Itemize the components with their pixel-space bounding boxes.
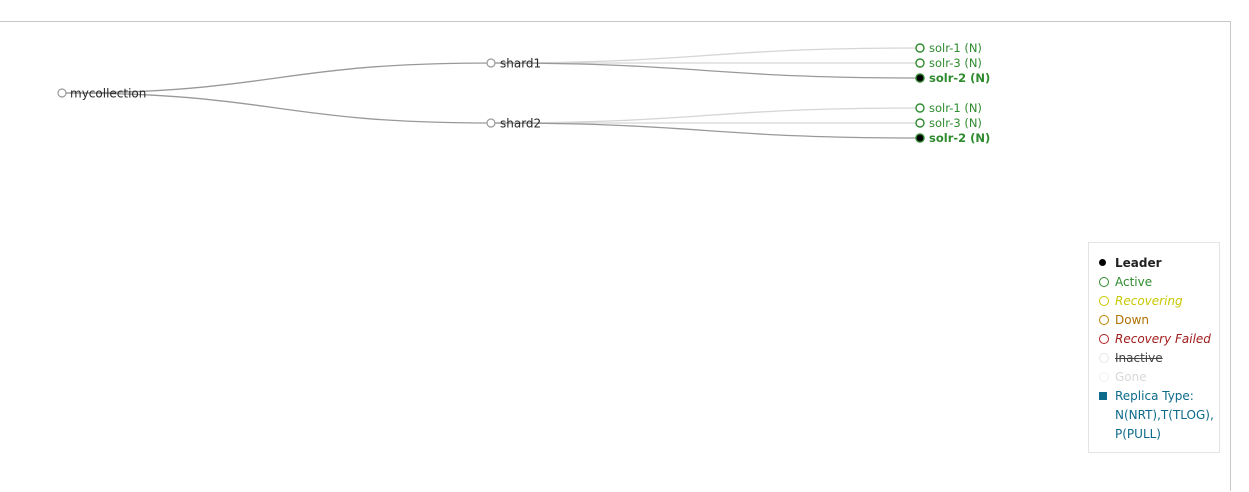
- legend-item-inactive: Inactive: [1099, 348, 1219, 367]
- replica-node[interactable]: [915, 103, 925, 113]
- collection-label[interactable]: mycollection: [70, 87, 146, 101]
- replica-label[interactable]: solr-3 (N): [929, 56, 982, 70]
- legend-item-replica-type: Replica Type: N(NRT),T(TLOG), P(PULL): [1099, 387, 1219, 444]
- collection-node[interactable]: [57, 88, 67, 98]
- replica-label[interactable]: solr-2 (N): [929, 131, 990, 145]
- replica-label[interactable]: solr-1 (N): [929, 101, 982, 115]
- legend-label-inactive: Inactive: [1115, 350, 1163, 365]
- replica-node[interactable]: [915, 58, 925, 68]
- legend-item-down: Down: [1099, 310, 1219, 329]
- legend-item-active: Active: [1099, 272, 1219, 291]
- legend-label-leader: Leader: [1115, 255, 1162, 270]
- tree-link: [61, 62, 492, 94]
- replica-node[interactable]: [915, 118, 925, 128]
- replica-label[interactable]: solr-2 (N): [929, 71, 990, 85]
- replica-leader-node[interactable]: [915, 73, 925, 83]
- tree-link: [490, 122, 921, 139]
- replica-label[interactable]: solr-3 (N): [929, 116, 982, 130]
- shard-label[interactable]: shard2: [500, 117, 541, 131]
- down-ring-icon: [1099, 314, 1109, 325]
- replica-type-line: P(PULL): [1115, 427, 1161, 441]
- gone-ring-icon: [1099, 371, 1109, 382]
- legend-label-down: Down: [1115, 312, 1150, 327]
- recovering-ring-icon: [1099, 295, 1109, 306]
- legend-label-active: Active: [1115, 274, 1153, 289]
- active-ring-icon: [1099, 276, 1109, 287]
- replica-type-line: N(NRT),T(TLOG),: [1115, 408, 1214, 422]
- legend-label-recovering: Recovering: [1115, 293, 1183, 308]
- legend-item-recovery-failed: Recovery Failed: [1099, 329, 1219, 348]
- legend-item-leader: Leader: [1099, 253, 1219, 272]
- recovery-failed-ring-icon: [1099, 333, 1109, 344]
- shard-node[interactable]: [486, 58, 496, 68]
- tree-link: [61, 92, 492, 124]
- replica-label[interactable]: solr-1 (N): [929, 41, 982, 55]
- legend-label-replica-type: Replica Type: N(NRT),T(TLOG), P(PULL): [1115, 387, 1215, 444]
- legend: Leader Active Recovering Down Recovery F…: [1088, 242, 1220, 453]
- replica-type-line: Replica Type:: [1115, 389, 1194, 403]
- legend-label-gone: Gone: [1115, 369, 1147, 384]
- shard-node[interactable]: [486, 118, 496, 128]
- legend-item-gone: Gone: [1099, 367, 1219, 386]
- replica-node[interactable]: [915, 43, 925, 53]
- leader-dot-icon: [1099, 259, 1106, 266]
- tree-link: [490, 47, 921, 64]
- tree-link: [490, 107, 921, 124]
- replica-type-square-icon: [1099, 392, 1107, 400]
- replica-leader-node[interactable]: [915, 133, 925, 143]
- tree-link: [490, 62, 921, 79]
- legend-label-recovery-failed: Recovery Failed: [1115, 331, 1211, 346]
- inactive-ring-icon: [1099, 352, 1109, 363]
- legend-item-recovering: Recovering: [1099, 291, 1219, 310]
- shard-label[interactable]: shard1: [500, 57, 541, 71]
